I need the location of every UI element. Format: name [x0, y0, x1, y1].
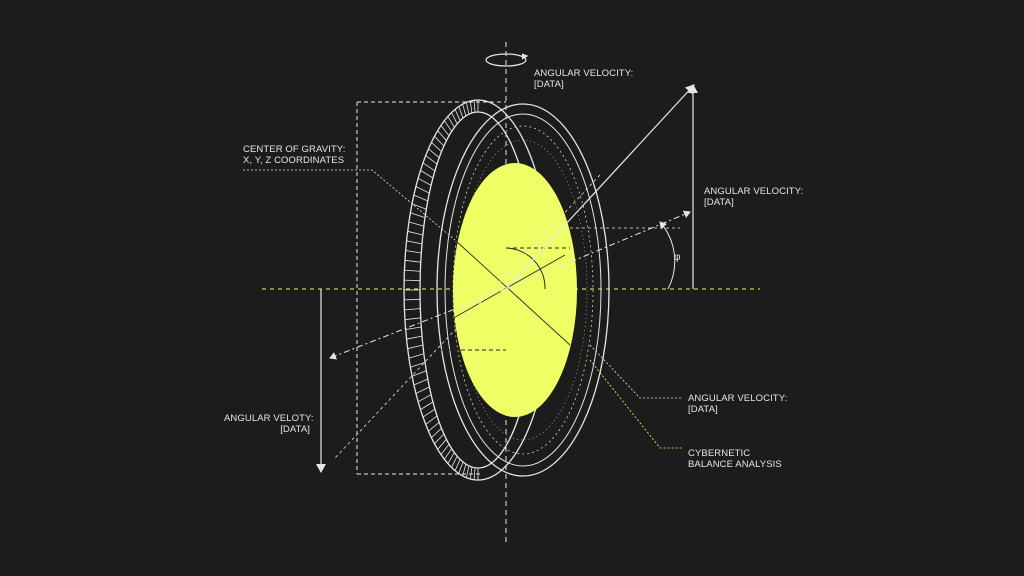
label-angular-velocity-left: ANGULAR VELOTY: [DATA] [224, 413, 314, 435]
leader-center-gravity [243, 169, 456, 241]
leader-cybernetic [589, 359, 682, 449]
rim-ridge [408, 353, 425, 359]
rim-ridge [410, 212, 426, 218]
vector-arrow-back [329, 288, 507, 360]
rim-ridge [415, 186, 430, 194]
rim-ridge [404, 269, 421, 272]
center-face [453, 163, 577, 417]
rim-ridge [469, 466, 473, 480]
rim-ridge [404, 308, 421, 311]
angle-arc [505, 247, 546, 290]
rim-ridge [434, 433, 445, 444]
rim-ridge [406, 335, 423, 340]
label-phi: φ [674, 252, 681, 263]
rim-ridge [404, 317, 421, 321]
label-line: [DATA] [688, 404, 718, 415]
rim-ridge [440, 443, 450, 455]
vector-arrow-top [505, 84, 695, 290]
rim-ridge [473, 467, 476, 480]
rim-ridge [415, 386, 430, 394]
rim-ridge [417, 177, 432, 186]
rim-ridge [422, 162, 436, 172]
rim-ridge [405, 326, 422, 330]
rim-ridge [458, 106, 464, 119]
rim-ridge [444, 120, 453, 132]
label-line: ANGULAR VELOCITY: [688, 393, 788, 404]
label-line: X, Y, Z COORDINATES [243, 155, 345, 166]
rim-ridge [428, 421, 440, 432]
rim-ridge [451, 112, 458, 124]
rim-ridge [417, 394, 432, 403]
rim-ridge [411, 203, 427, 210]
rim-ridge [404, 279, 421, 282]
rim-ridge [454, 109, 461, 121]
rim-ridge [437, 439, 447, 450]
rim-ridge [437, 130, 447, 141]
rim-ridge [428, 148, 440, 159]
label-angular-velocity-top: ANGULAR VELOCITY: [DATA] [534, 68, 633, 90]
rim-ridge [404, 298, 421, 301]
rim-ridge [407, 230, 423, 236]
rim-ridge [413, 378, 428, 386]
rim-ridge [469, 100, 473, 114]
rim-ridge [425, 415, 438, 425]
rim-ridge [420, 401, 434, 410]
rim-ridge [473, 100, 476, 113]
label-line: [DATA] [534, 79, 564, 90]
coin-face-rings [444, 113, 602, 467]
rim-ridge [431, 428, 442, 438]
rim-ridge [405, 250, 422, 254]
label-angular-velocity-right: ANGULAR VELOCITY: [DATA] [704, 186, 803, 208]
rim-ridge [406, 240, 423, 245]
label-angular-velocity-bottom-right: ANGULAR VELOCITY: [DATA] [688, 393, 787, 415]
rim-ridge [408, 221, 425, 227]
label-line: CENTER OF GRAVITY: [243, 144, 346, 155]
coin-ridges [404, 100, 479, 480]
label-line: ANGULAR VELOCITY: [704, 186, 804, 197]
phi-arc [659, 221, 676, 290]
label-line: [DATA] [280, 424, 310, 435]
rim-ridge [411, 370, 427, 377]
rim-ridge [434, 136, 445, 147]
rim-ridge [440, 125, 450, 137]
label-line: BALANCE ANALYSIS [688, 459, 782, 470]
rim-ridge [466, 465, 470, 478]
label-line: CYBERNETIC [688, 448, 751, 459]
rim-ridge [454, 459, 461, 471]
label-line: [DATA] [704, 197, 734, 208]
rotation-arrow-icon [485, 53, 529, 67]
rim-ridge [462, 104, 467, 117]
rim-ridge [462, 463, 467, 476]
diagonal-guide [334, 174, 601, 459]
label-cybernetic-balance: CYBERNETIC BALANCE ANALYSIS [688, 448, 782, 470]
bounding-box [356, 101, 506, 475]
label-line: ANGULAR VELOCITY: [534, 68, 634, 79]
rim-ridge [451, 456, 458, 468]
vector-arrow-mid [505, 210, 691, 290]
rim-ridge [431, 142, 442, 152]
rim-ridge [444, 448, 453, 460]
rim-ridge [466, 102, 470, 115]
rim-ridge [447, 116, 455, 128]
label-center-of-gravity: CENTER OF GRAVITY: X, Y, Z COORDINATES [243, 144, 345, 166]
rim-ridge [410, 362, 426, 368]
rim-ridge [425, 155, 438, 165]
rim-ridge [447, 452, 455, 464]
rim-ridge [422, 408, 436, 418]
rim-ridge [458, 461, 464, 474]
rim-ridge [404, 259, 421, 263]
center-dashed-box [440, 247, 570, 351]
leader-bottom-right [589, 344, 682, 399]
rim-ridge [420, 170, 434, 179]
rim-ridge [413, 194, 428, 202]
label-line: ANGULAR VELOTY: [224, 413, 314, 424]
rim-ridge [407, 344, 423, 350]
